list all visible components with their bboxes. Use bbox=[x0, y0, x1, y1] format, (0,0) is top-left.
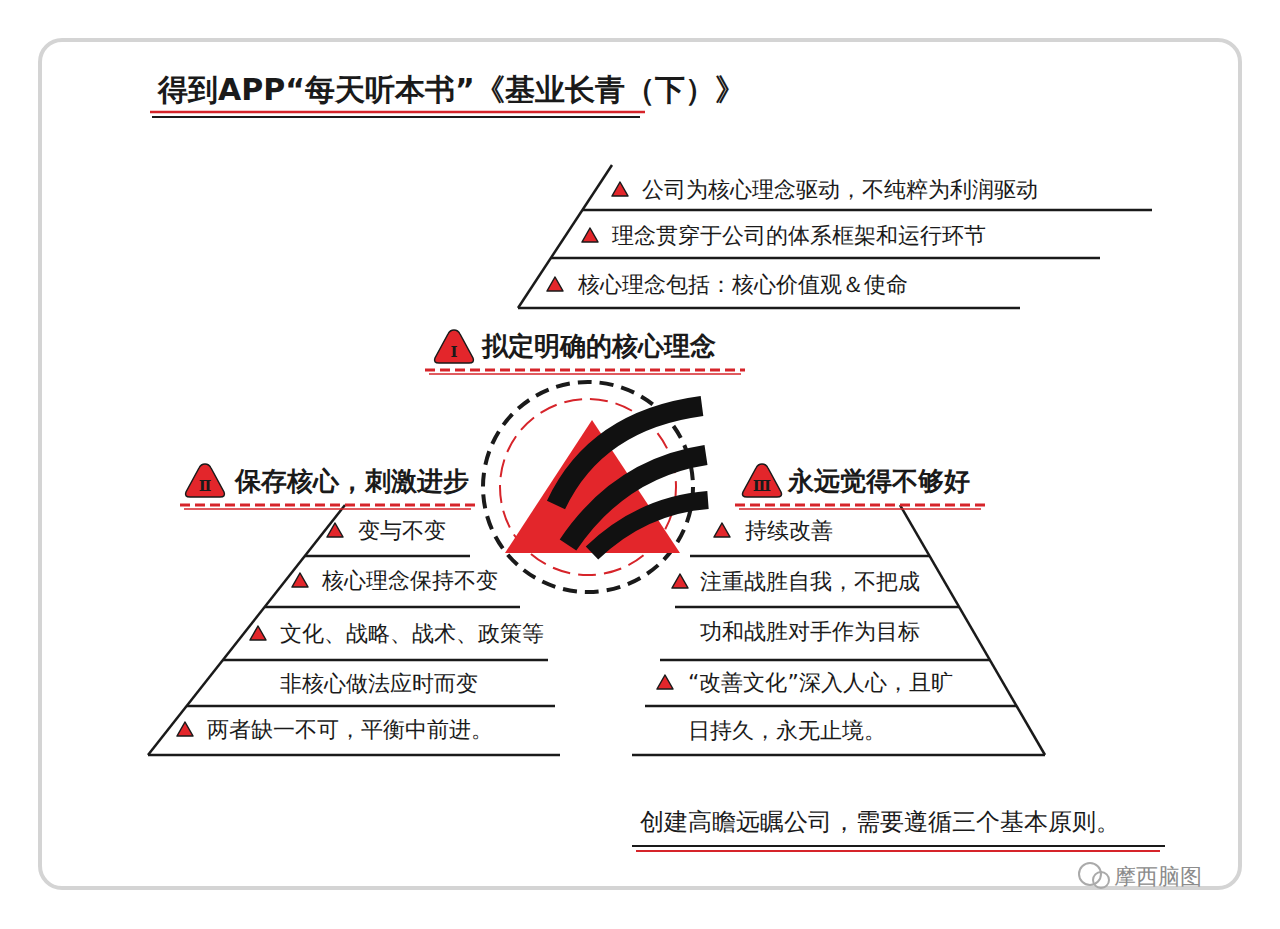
band-text: 核心理念包括：核心价值观＆使命 bbox=[578, 271, 938, 299]
roman-numeral: Ⅰ bbox=[432, 327, 476, 361]
numeral-badge: Ⅱ bbox=[183, 461, 227, 499]
text-band: 公司为核心理念驱动，不纯粹为利润驱动 bbox=[642, 176, 1062, 204]
band-text: 文化、战略、战术、政策等 非核心做法应时而变 bbox=[280, 609, 555, 709]
numeral-badge: Ⅰ bbox=[432, 327, 476, 365]
text-band: 文化、战略、战术、政策等 非核心做法应时而变 bbox=[280, 609, 555, 709]
section-heading: 保存核心，刺激进步 bbox=[235, 465, 469, 497]
text-band: 核心理念包括：核心价值观＆使命 bbox=[578, 271, 938, 299]
text-band: “改善文化”深入人心，且旷日持久，永无止境。 bbox=[688, 659, 963, 755]
numeral-badge: Ⅲ bbox=[740, 461, 784, 499]
roman-numeral: Ⅱ bbox=[183, 461, 227, 495]
text-band: 持续改善 bbox=[745, 516, 855, 546]
band-text: 变与不变 bbox=[358, 516, 478, 546]
text-band: 变与不变 bbox=[358, 516, 478, 546]
text-band: 两者缺一不可，平衡中前进。 bbox=[207, 715, 507, 745]
text-band: 核心理念保持不变 bbox=[322, 566, 522, 596]
roman-numeral: Ⅲ bbox=[740, 461, 784, 495]
diagram-caption: 创建高瞻远瞩公司，需要遵循三个基本原则。 bbox=[640, 806, 1120, 838]
principle-pyramid: 永远觉得不够好Ⅲ 持续改善注重战胜自我，不把成功和战胜对手作为目标“改善文化”深入… bbox=[630, 455, 1050, 760]
pyramid-outline bbox=[145, 455, 570, 760]
band-text: 理念贯穿于公司的体系框架和运行环节 bbox=[612, 222, 1012, 250]
section-heading: 拟定明确的核心理念 bbox=[482, 330, 716, 362]
band-text: 持续改善 bbox=[745, 516, 855, 546]
pyramid-outline bbox=[630, 455, 1050, 760]
band-text: 核心理念保持不变 bbox=[322, 566, 522, 596]
text-band: 注重战胜自我，不把成功和战胜对手作为目标 bbox=[700, 557, 924, 657]
principle-pyramid: 保存核心，刺激进步Ⅱ 变与不变核心理念保持不变文化、战略、战术、政策等 非核心做法… bbox=[145, 455, 570, 760]
band-text: 注重战胜自我，不把成功和战胜对手作为目标 bbox=[700, 557, 924, 657]
band-text: 两者缺一不可，平衡中前进。 bbox=[207, 715, 507, 745]
text-band: 理念贯穿于公司的体系框架和运行环节 bbox=[612, 222, 1012, 250]
watermark: 摩西脑图 bbox=[1114, 862, 1202, 892]
band-text: 公司为核心理念驱动，不纯粹为利润驱动 bbox=[642, 176, 1062, 204]
principle-pyramid: 拟定明确的核心理念Ⅰ 公司为核心理念驱动，不纯粹为利润驱动理念贯穿于公司的体系框架… bbox=[420, 155, 1165, 377]
band-text: “改善文化”深入人心，且旷日持久，永无止境。 bbox=[688, 659, 963, 755]
section-heading: 永远觉得不够好 bbox=[788, 465, 970, 497]
diagram-title: 得到APP“每天听本书”《基业长青（下）》 bbox=[158, 70, 745, 111]
